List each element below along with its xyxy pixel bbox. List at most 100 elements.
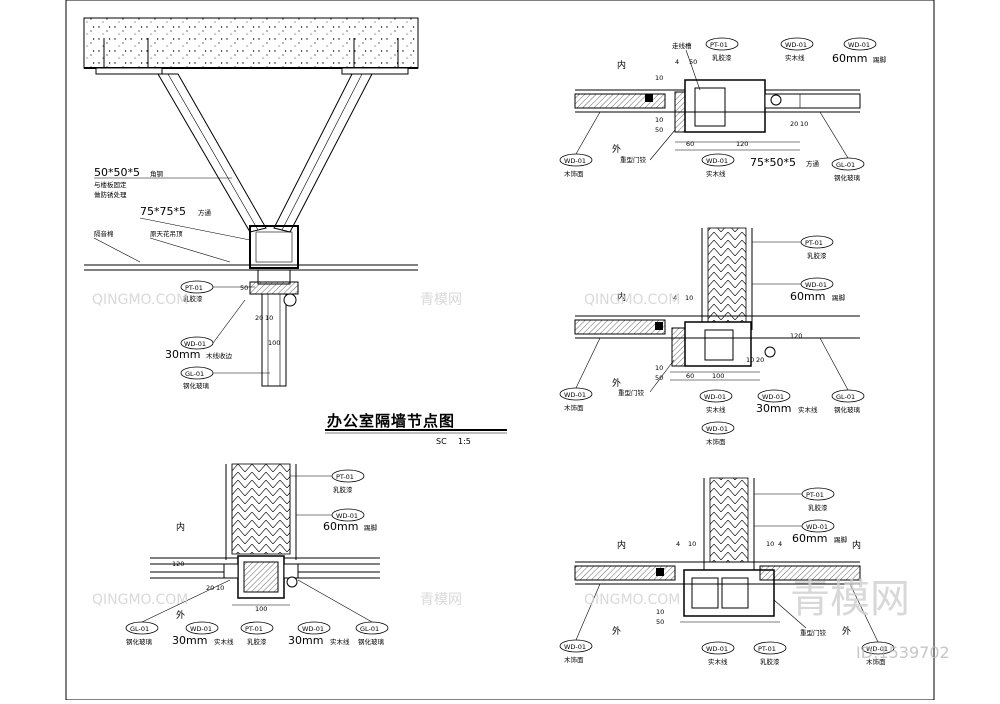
tube-size: 75*50*5 [750,156,796,169]
svg-text:WD-01: WD-01 [564,157,586,165]
svg-text:PT-01: PT-01 [245,625,263,633]
svg-text:实木线: 实木线 [706,405,726,414]
svg-text:踢脚: 踢脚 [873,55,887,64]
tube-suffix: 方通 [198,208,212,217]
detail-mid-right: 内 外 PT-01 乳胶漆 WD-01 60mm 踢脚 WD-01 木饰面 重型… [559,227,865,446]
wall-insulation [709,477,749,563]
pt-desc: 乳胶漆 [183,294,203,303]
svg-text:20: 20 [756,356,764,364]
side-out-label: 外 [176,609,185,621]
square-tube-75x75 [249,225,299,269]
svg-text:WD-01: WD-01 [706,425,728,433]
tube-size: 75*75*5 [140,205,186,218]
svg-text:WD-01: WD-01 [302,625,324,633]
svg-text:WD-01: WD-01 [866,645,888,653]
svg-text:60mm: 60mm [790,290,825,303]
watermarks: QINGMO.COM 青模网 QINGMO.COM 青模网 QINGMO.COM… [92,292,950,662]
svg-text:踢脚: 踢脚 [364,523,378,532]
gl-desc: 钢化玻璃 [183,381,210,390]
svg-text:50: 50 [689,58,697,66]
svg-text:WD-01: WD-01 [704,393,726,401]
svg-text:木饰面: 木饰面 [564,403,584,412]
hinge-label: 重型门铰 [618,388,645,397]
svg-text:10: 10 [688,540,696,548]
tag-wd-01-c [701,641,735,655]
detail-bottom-right: 内 内 外 外 PT-01 乳胶漆 WD-01 60mm 踢脚 WD-01 木饰… [559,477,895,666]
dim-100: 100 [255,605,267,613]
watermark-text: QINGMO.COM [92,292,188,308]
tag-pt-01-b [753,641,787,655]
watermark-big: 青模网 [790,576,910,622]
tag-pt-01-b [240,621,274,635]
svg-text:PT-01: PT-01 [185,284,203,292]
detail-top-right: 内 外 走线槽 PT-01 乳胶漆 WD-01 实木线 WD-01 60mm 踢… [559,37,887,182]
svg-text:120: 120 [790,332,802,340]
concrete-slab [83,17,419,69]
angle-note-1: 与楼板固定 [94,180,127,189]
svg-text:WD-01: WD-01 [762,393,784,401]
svg-text:木饰面: 木饰面 [564,655,584,664]
svg-text:4: 4 [673,294,677,302]
svg-text:GL-01: GL-01 [130,625,149,633]
svg-text:WD-01: WD-01 [706,157,728,165]
svg-text:4: 4 [676,540,680,548]
tag-wd-01-b [843,37,877,51]
diagonal-steel-angles [157,73,373,233]
svg-text:实木线: 实木线 [214,637,234,646]
svg-text:钢化玻璃: 钢化玻璃 [834,405,861,414]
svg-text:PT-01: PT-01 [758,645,776,653]
tag-wd-01-e [701,421,735,435]
wd-desc: 木线收边 [206,351,233,360]
scale-label: SC [436,437,447,446]
svg-text:30mm: 30mm [288,634,323,647]
side-in-label: 内 [176,521,185,533]
angle-size: 50*50*5 [94,166,140,179]
svg-text:木饰面: 木饰面 [866,657,886,666]
svg-text:10: 10 [800,120,808,128]
tag-wd-01-a [780,37,814,51]
watermark-id: ID:1539702 [856,643,950,662]
dim-20: 20 [255,314,263,322]
svg-text:实木线: 实木线 [798,405,818,414]
svg-text:10: 10 [655,364,663,372]
wall-insulation [707,227,747,325]
tag-wd-01-d [701,153,735,167]
svg-text:实木线: 实木线 [785,53,805,62]
svg-text:100: 100 [712,372,724,380]
tag-wd-01-a [185,621,219,635]
wd-size: 30mm [165,348,200,361]
ceiling-label: 原天花吊顶 [150,229,183,238]
tag-wd-01-c [699,389,733,403]
scale-value: 1:5 [458,437,471,446]
svg-text:木饰面: 木饰面 [564,169,584,178]
watermark-text-4: QINGMO.COM [584,592,680,608]
tag-wd-01-d [757,389,791,403]
svg-text:WD-01: WD-01 [806,523,828,531]
watermark-cn: 青模网 [420,292,462,308]
svg-text:60: 60 [686,140,694,148]
svg-text:踢脚: 踢脚 [832,293,846,302]
wall-insulation [231,463,291,555]
svg-text:30mm: 30mm [756,402,791,415]
svg-text:乳胶漆: 乳胶漆 [808,503,828,512]
svg-text:50: 50 [655,374,663,382]
svg-text:方通: 方通 [806,159,820,168]
svg-text:10: 10 [766,540,774,548]
svg-text:GL-01: GL-01 [185,370,204,378]
side-out-label: 外 [612,625,621,637]
svg-text:PT-01: PT-01 [336,473,354,481]
svg-text:乳胶漆: 乳胶漆 [712,53,732,62]
svg-text:GL-01: GL-01 [836,161,855,169]
svg-text:10: 10 [746,356,754,364]
insulation-label: 隔音棉 [94,229,114,238]
svg-text:10: 10 [655,116,663,124]
svg-text:10: 10 [656,608,664,616]
svg-text:GL-01: GL-01 [360,625,379,633]
svg-text:WD-01: WD-01 [706,645,728,653]
svg-text:WD-01: WD-01 [190,625,212,633]
svg-text:钢化玻璃: 钢化玻璃 [126,637,153,646]
svg-text:10: 10 [655,74,663,82]
svg-text:WD-01: WD-01 [564,391,586,399]
